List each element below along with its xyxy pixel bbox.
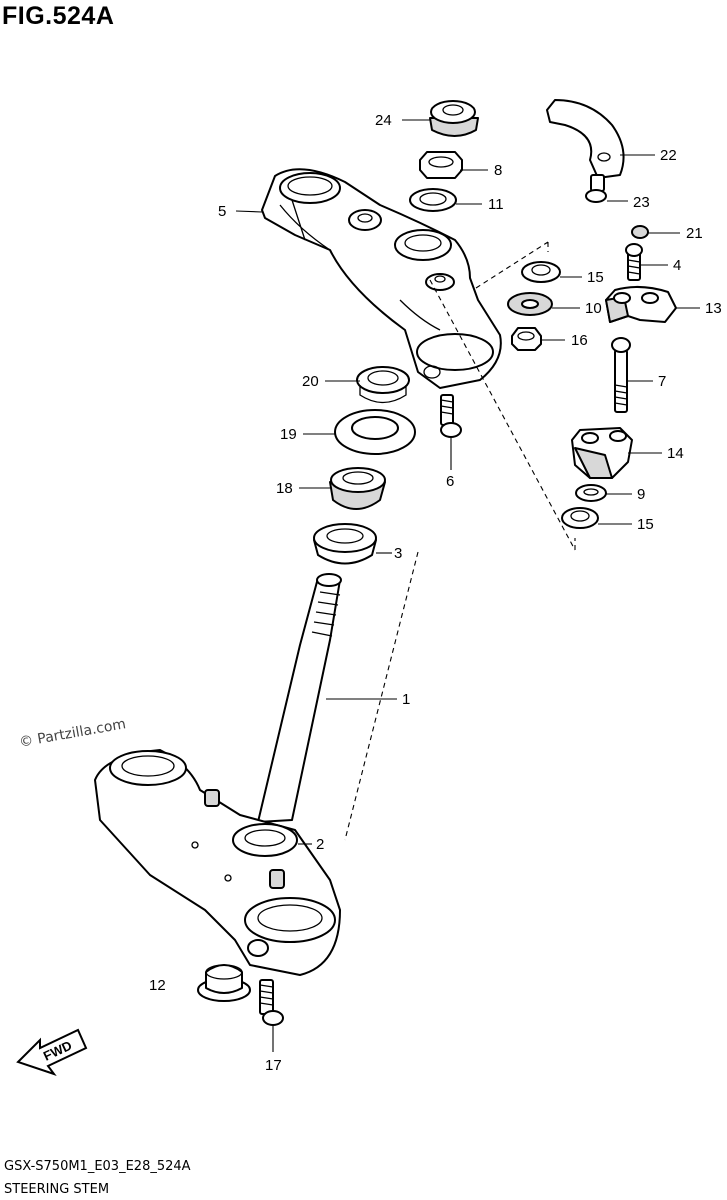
callout-19[interactable]: 19 xyxy=(280,426,297,443)
steering-stem-assembly[interactable] xyxy=(94,573,342,976)
callout-12[interactable]: 12 xyxy=(149,977,166,994)
bolt-23[interactable] xyxy=(585,174,607,203)
callout-15-lower[interactable]: 15 xyxy=(637,516,654,533)
callout-8[interactable]: 8 xyxy=(494,162,502,179)
forward-direction-indicator: FWD xyxy=(16,1028,88,1076)
washer-9[interactable] xyxy=(575,484,607,502)
cap-21[interactable] xyxy=(631,225,649,239)
callout-18[interactable]: 18 xyxy=(276,480,293,497)
callout-14[interactable]: 14 xyxy=(667,445,684,462)
callout-1[interactable]: 1 xyxy=(402,691,410,708)
bolt-17[interactable] xyxy=(259,979,284,1026)
nut-16[interactable] xyxy=(511,327,542,351)
callout-24[interactable]: 24 xyxy=(375,112,392,129)
bolt-6[interactable] xyxy=(440,394,462,438)
cap-24[interactable] xyxy=(429,100,479,137)
washer-10[interactable] xyxy=(507,292,553,316)
callout-10[interactable]: 10 xyxy=(585,300,602,317)
washer-11[interactable] xyxy=(409,188,457,212)
bolt-7[interactable] xyxy=(611,337,631,413)
plug-12[interactable] xyxy=(197,964,251,1002)
washer-15-upper[interactable] xyxy=(521,261,561,283)
dust-seal-19[interactable] xyxy=(334,409,416,455)
bearing-18[interactable] xyxy=(329,467,386,510)
callout-15-upper[interactable]: 15 xyxy=(587,269,604,286)
dashed-guide-right xyxy=(429,241,576,551)
seal-20[interactable] xyxy=(356,366,410,404)
callout-21[interactable]: 21 xyxy=(686,225,703,242)
bolt-4[interactable] xyxy=(625,243,643,281)
callout-22[interactable]: 22 xyxy=(660,147,677,164)
callout-23[interactable]: 23 xyxy=(633,194,650,211)
callout-11[interactable]: 11 xyxy=(488,196,504,213)
callout-17[interactable]: 17 xyxy=(265,1057,282,1074)
callout-3[interactable]: 3 xyxy=(394,545,402,562)
washer-15-lower[interactable] xyxy=(561,507,599,529)
callout-20[interactable]: 20 xyxy=(302,373,319,390)
upper-bracket[interactable] xyxy=(261,168,502,389)
callout-13[interactable]: 13 xyxy=(705,300,722,317)
bracket-22[interactable] xyxy=(546,99,625,179)
holder-upper-13[interactable] xyxy=(605,286,677,323)
section-name: STEERING STEM xyxy=(4,1182,110,1197)
dashed-guide-stem xyxy=(344,551,419,841)
diagram-code: GSX-S750M1_E03_E28_524A xyxy=(4,1159,191,1174)
callout-7[interactable]: 7 xyxy=(658,373,666,390)
bearing-race-3[interactable] xyxy=(313,523,377,565)
figure-title: FIG.524A xyxy=(2,2,115,30)
callout-5[interactable]: 5 xyxy=(218,203,226,220)
callout-4[interactable]: 4 xyxy=(673,257,681,274)
holder-lower-14[interactable] xyxy=(571,427,633,479)
callout-2[interactable]: 2 xyxy=(316,836,324,853)
nut-8[interactable] xyxy=(419,151,463,179)
leader-lines xyxy=(235,119,700,1052)
callout-16[interactable]: 16 xyxy=(571,332,588,349)
callout-labels: 24 8 11 5 22 23 21 4 15 10 13 16 7 20 19… xyxy=(149,112,722,1074)
callout-9[interactable]: 9 xyxy=(637,486,645,503)
callout-6[interactable]: 6 xyxy=(446,473,454,490)
